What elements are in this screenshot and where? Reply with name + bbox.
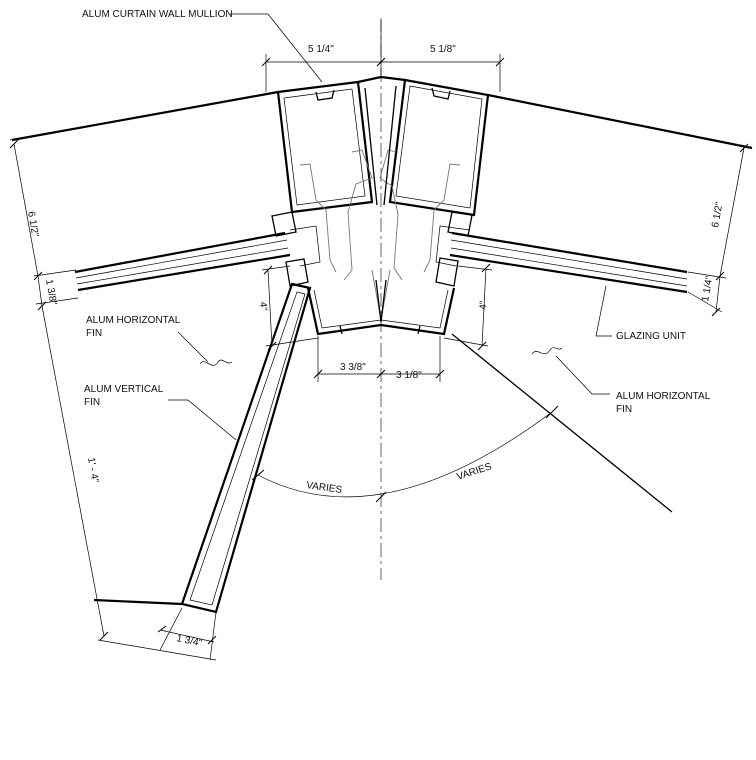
dim-fin-length: 1' - 4": [85, 457, 100, 484]
left-horizontal-fin-label-1: ALUM HORIZONTAL: [86, 315, 181, 326]
mullion-leader: [230, 13, 323, 83]
left-mullion: [276, 80, 374, 281]
face-line-left: [11, 90, 279, 142]
dim-angle-left: VARIES: [306, 480, 343, 496]
right-horizontal-fin-label-2: FIN: [616, 404, 632, 415]
left-glass-dimension: [35, 275, 217, 661]
left-horizontal-fin-break: [199, 359, 233, 366]
right-fin-edge-line: [451, 333, 673, 513]
dim-bottom-right: 3 1/8": [396, 370, 422, 381]
right-depth-dimension: [687, 143, 749, 317]
arc-tick-right: [545, 405, 559, 419]
arc-tick-left: [251, 469, 265, 481]
left-horizontal-fin-leader: [177, 331, 209, 363]
face-line-right: [487, 93, 753, 150]
arc-tick-center: [375, 491, 387, 503]
dim-bottom-left: 3 3/8": [340, 362, 366, 373]
dim-fin-width: 1 3/4": [175, 633, 203, 649]
dim-left-fin-offset: 4": [257, 301, 269, 311]
dim-right-fin-offset: 4": [478, 300, 490, 310]
right-horizontal-fin-break: [531, 347, 563, 355]
dim-left-depth: 6 1/2": [25, 211, 40, 239]
right-glazing-unit: [435, 211, 688, 294]
right-mullion: [379, 78, 490, 281]
dim-top-right: 5 1/8": [430, 44, 456, 55]
fin-width-dimension: [157, 607, 217, 661]
left-fin-offset-dimension: [261, 265, 319, 351]
dim-left-glass: 1 3/8": [43, 279, 58, 307]
right-horizontal-fin-label-1: ALUM HORIZONTAL: [616, 391, 711, 402]
vertical-fin: [93, 282, 312, 614]
right-fin-offset-dimension: [443, 263, 493, 351]
angle-arc: [257, 411, 553, 498]
left-depth-dimension: [9, 137, 77, 281]
left-horizontal-fin-label-2: FIN: [86, 328, 102, 339]
bottom-dimension: [313, 336, 445, 382]
dim-angle-right: VARIES: [456, 461, 494, 483]
left-glazing-unit: [74, 211, 321, 292]
glazing-unit-leader: [595, 285, 612, 337]
glazing-unit-label: GLAZING UNIT: [616, 331, 686, 342]
center-seam: [357, 75, 406, 323]
dim-right-depth: 6 1/2": [710, 201, 725, 229]
vertical-fin-label-2: FIN: [84, 397, 100, 408]
fin-base-assembly: [306, 287, 456, 336]
vertical-fin-leader: [168, 399, 237, 441]
right-horizontal-fin-leader: [555, 355, 610, 395]
top-dimension: [261, 20, 505, 92]
vertical-fin-label-1: ALUM VERTICAL: [84, 384, 164, 395]
mullion-label: ALUM CURTAIN WALL MULLION: [82, 9, 233, 20]
dim-right-glass: 1 1/4": [700, 275, 715, 303]
dim-top-left: 5 1/4": [308, 44, 334, 55]
